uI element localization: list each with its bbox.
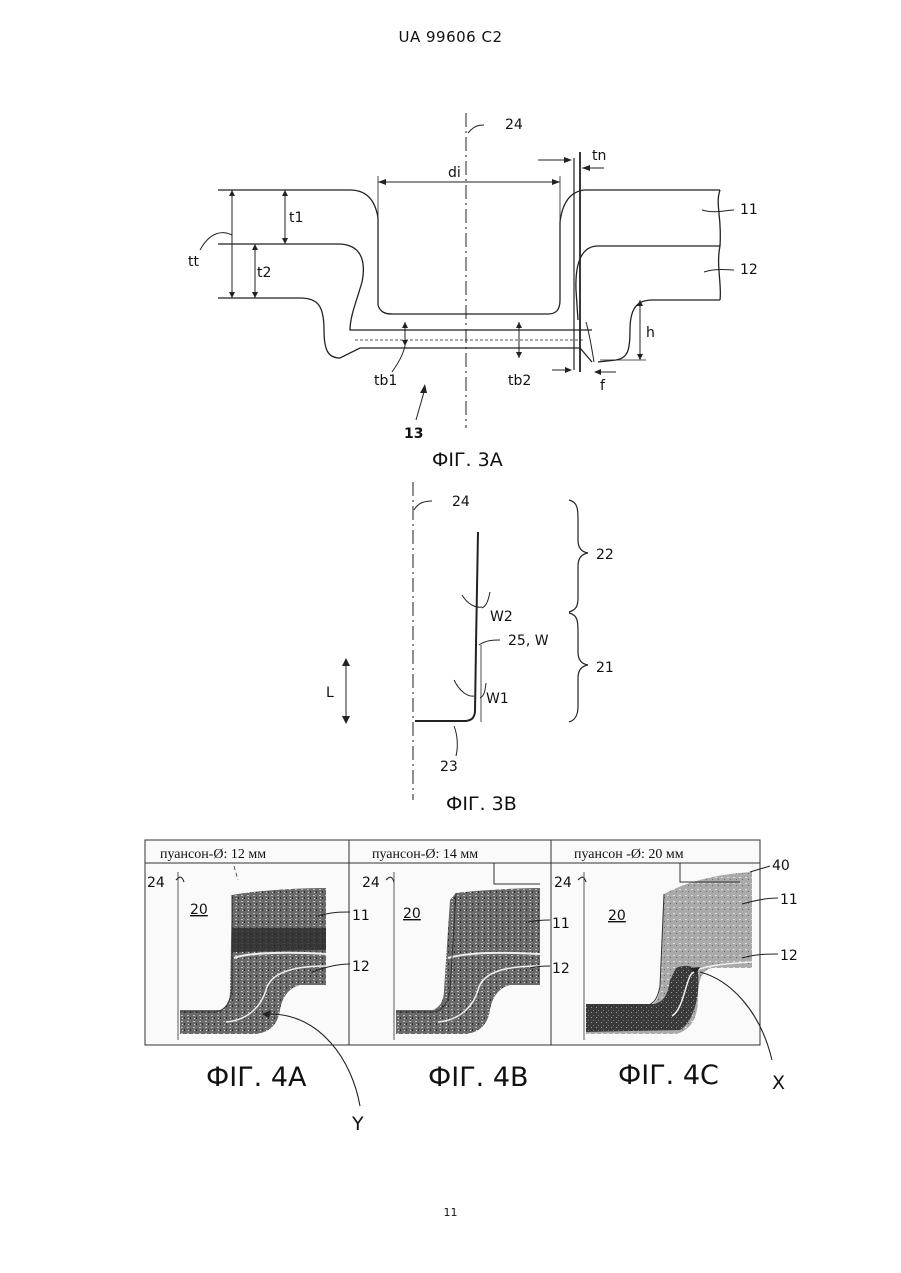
fig4b-punch-label: пуансон-Ø: 14 мм [372,847,478,862]
fig3a-tb2-label: tb2 [508,373,531,389]
fig4a-caption: ФІГ. 4А [206,1062,307,1093]
fig3b-w2-label: W2 [490,609,513,625]
fig3a-f-label: f [600,378,606,394]
fig3a-tb1-label: tb1 [374,373,397,389]
fig4b-11-label: 11 [552,916,570,932]
fig4a-20-label: 20 [190,902,208,918]
fig4b-12-label: 12 [552,961,570,977]
fig4b-axis-label: 24 [362,875,380,891]
fig3a-13-label: 13 [404,426,423,442]
fig4c-12-label: 12 [780,948,798,964]
fig3a-di-label: di [448,165,461,181]
fig3a-12-label: 12 [740,262,758,278]
fig3a-tt-label: tt [188,254,199,270]
figure-3a [200,113,734,428]
fig3b-axis-label: 24 [452,494,470,510]
fig3a-t2-label: t2 [257,265,271,281]
fig3b-w1-label: W1 [486,691,509,707]
fig3b-caption: ФІГ. 3В [446,793,517,815]
fig3b-w-label: 25, W [508,633,549,649]
fig3b-21-label: 21 [596,660,614,676]
fig4-Y-label: Y [351,1113,364,1135]
fig4c-axis-label: 24 [554,875,572,891]
fig4a-axis-label: 24 [147,875,165,891]
page-number: 11 [0,1206,901,1219]
fig3a-axis-label: 24 [505,117,523,133]
fig4b-20-label: 20 [403,906,421,922]
fig3a-t1-label: t1 [289,210,303,226]
fig4c-20-label: 20 [608,908,626,924]
fig4c-punch-label: пуансон -Ø: 20 мм [574,847,684,862]
fig3b-L-label: L [326,685,334,701]
figure-3b [342,482,588,800]
fig4c-caption: ФІГ. 4С [618,1060,719,1091]
fig4a-punch-label: пуансон-Ø: 12 мм [160,847,266,862]
fig4a-12-label: 12 [352,959,370,975]
fig3b-22-label: 22 [596,547,614,563]
fig3a-h-label: h [646,325,655,341]
fig4c-11-label: 11 [780,892,798,908]
fig3a-caption: ФІГ. 3А [432,449,503,471]
fig4-40-label: 40 [772,858,790,874]
fig4-X-label: X [772,1072,785,1094]
fig4a-11-label: 11 [352,908,370,924]
fig3a-11-label: 11 [740,202,758,218]
fig3a-tn-label: tn [592,148,606,164]
fig3b-23-label: 23 [440,759,458,775]
fig4b-caption: ФІГ. 4В [428,1062,529,1093]
